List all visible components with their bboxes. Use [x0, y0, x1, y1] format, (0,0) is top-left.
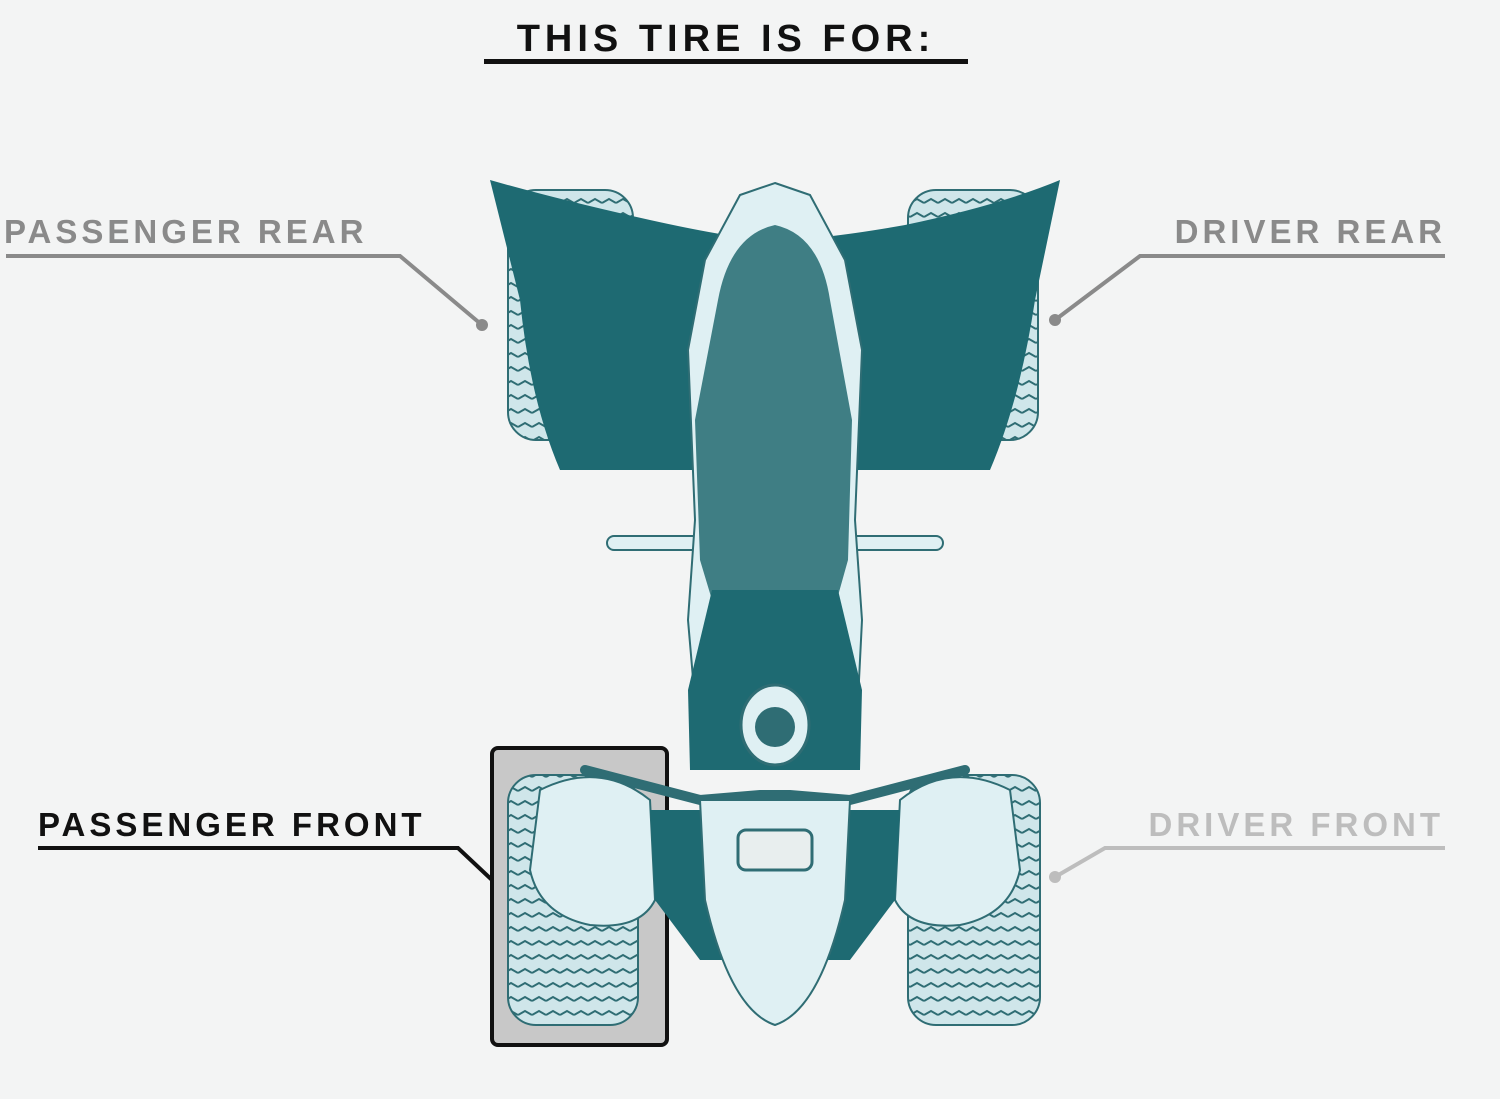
driver-rear-dot	[1049, 314, 1061, 326]
seat	[695, 225, 852, 680]
passenger-front-label[interactable]: PASSENGER FRONT	[38, 806, 426, 843]
driver-front-dot	[1049, 871, 1061, 883]
headlight	[736, 828, 814, 872]
driver-rear-label[interactable]: DRIVER REAR	[1174, 213, 1446, 250]
front-left-fender	[528, 776, 657, 927]
right-footrest	[847, 535, 944, 551]
handlebar	[580, 765, 970, 806]
driver-front-leader	[1053, 846, 1445, 879]
gas-cap-center	[755, 707, 795, 747]
driver-front-label[interactable]: DRIVER FRONT	[1148, 806, 1444, 843]
front-right-fender	[893, 776, 1022, 927]
passenger-rear-dot	[476, 319, 488, 331]
passenger-front-leader	[38, 846, 494, 882]
passenger-rear-leader	[6, 254, 484, 327]
page-title: THIS TIRE IS FOR:	[484, 14, 968, 64]
driver-rear-leader	[1053, 254, 1445, 322]
passenger-rear-label[interactable]: PASSENGER REAR	[4, 213, 368, 250]
tank	[688, 590, 862, 770]
left-footrest	[606, 535, 703, 551]
